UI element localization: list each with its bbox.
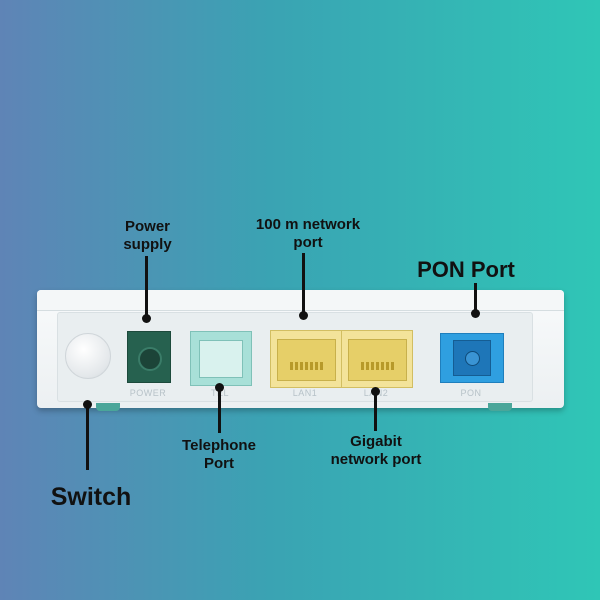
label-pon-port: PON Port bbox=[417, 257, 515, 282]
lan1-port-socket bbox=[277, 339, 336, 381]
callout-dot-pon bbox=[471, 309, 480, 318]
lan1-port-pins bbox=[290, 362, 324, 370]
label-100m-network-port: 100 m network port bbox=[255, 216, 361, 251]
callout-dot-power bbox=[142, 314, 151, 323]
label-telephone-port: Telephone Port bbox=[182, 437, 256, 472]
port-text-lan1: LAN1 bbox=[292, 388, 318, 398]
label-switch: Switch bbox=[50, 483, 132, 511]
callout-line-100m bbox=[302, 253, 305, 315]
callout-line-power bbox=[145, 256, 148, 318]
lan2-port-socket bbox=[348, 339, 407, 381]
telephone-port-socket bbox=[199, 340, 243, 378]
callout-dot-100m bbox=[299, 311, 308, 320]
router-foot bbox=[96, 403, 120, 411]
label-power-supply: Power supply bbox=[123, 218, 172, 253]
callout-line-pon bbox=[474, 283, 477, 313]
callout-line-switch bbox=[86, 404, 89, 470]
pon-port-fiber-hole bbox=[465, 351, 480, 366]
power-switch-button[interactable] bbox=[65, 333, 111, 379]
callout-dot-gigabit bbox=[371, 387, 380, 396]
label-gigabit-network-port: Gigabit network port bbox=[330, 433, 422, 468]
power-supply-jack bbox=[127, 331, 171, 383]
power-jack-socket bbox=[138, 347, 162, 371]
router-top-edge bbox=[37, 290, 564, 311]
lan1-port bbox=[270, 330, 342, 388]
lan2-port bbox=[341, 330, 413, 388]
callout-dot-telephone bbox=[215, 383, 224, 392]
callout-dot-switch bbox=[83, 400, 92, 409]
pon-port-socket bbox=[453, 340, 491, 376]
callout-line-gigabit bbox=[374, 391, 377, 431]
lan2-port-pins bbox=[361, 362, 395, 370]
telephone-port bbox=[190, 331, 252, 386]
port-text-pon: PON bbox=[460, 388, 482, 398]
port-text-power: POWER bbox=[129, 388, 167, 398]
router-foot bbox=[488, 403, 512, 411]
pon-port bbox=[440, 333, 504, 383]
callout-line-telephone bbox=[218, 387, 221, 433]
